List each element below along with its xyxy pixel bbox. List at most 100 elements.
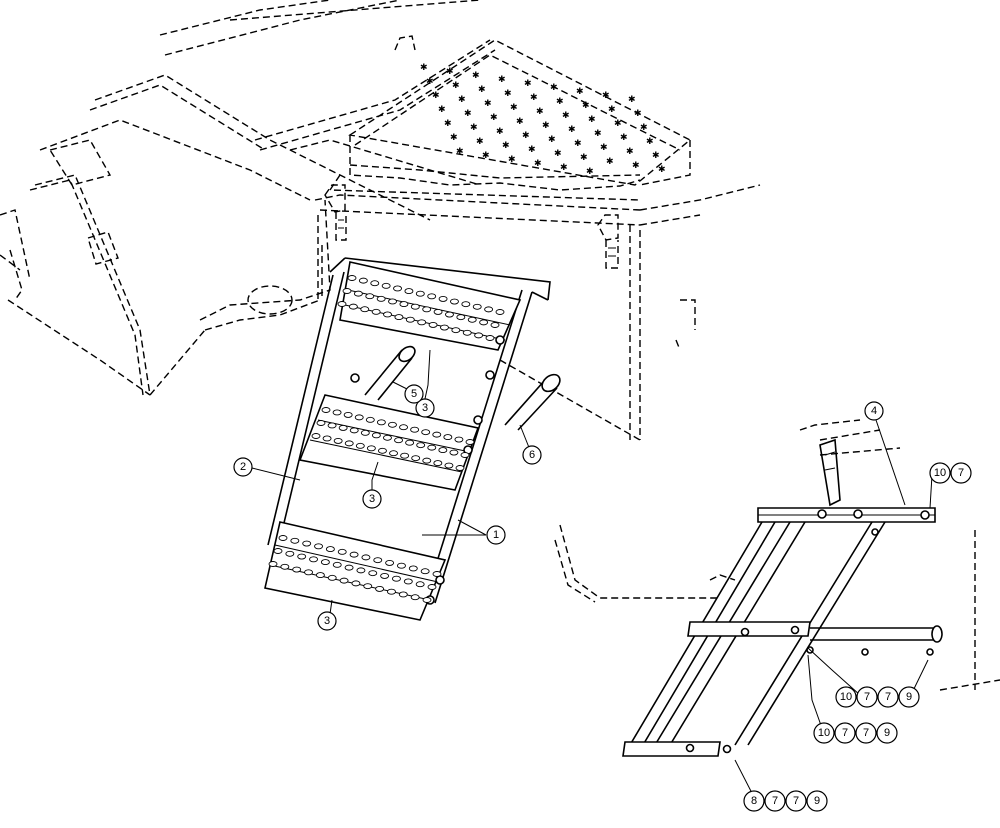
grip-bump [354, 414, 364, 421]
perforation-mark: ✱ [458, 95, 466, 105]
grip-bump [383, 434, 392, 441]
grip-bump [420, 568, 430, 575]
grip-bump [422, 597, 432, 603]
perforation-mark: ✱ [472, 71, 480, 81]
grip-bump [327, 422, 337, 429]
grip-bump [314, 543, 323, 550]
grip-bump [422, 306, 432, 313]
grip-bump [368, 570, 378, 577]
grip-bump [344, 440, 354, 447]
grip-bump [432, 431, 442, 438]
grip-bump [495, 309, 505, 315]
grip-bump [415, 581, 425, 588]
grip-bump [399, 424, 408, 431]
grip-bump [351, 580, 361, 587]
grip-bump [399, 301, 409, 308]
perforation-mark: ✱ [658, 165, 666, 175]
callout-3-upper: 3 [415, 398, 435, 418]
grip-bump [337, 548, 347, 555]
perforation-mark: ✱ [632, 161, 640, 171]
callout-3-lower: 3 [317, 611, 337, 631]
grip-bump [321, 407, 331, 413]
grip-bump [433, 308, 443, 315]
perforation-mark: ✱ [620, 133, 628, 143]
perforation-mark: ✱ [568, 125, 576, 135]
grip-bump [371, 432, 381, 439]
callout-item: 9 [884, 727, 890, 739]
grip-bump [332, 561, 342, 568]
perforation-mark: ✱ [516, 117, 524, 127]
grip-bump [400, 452, 410, 459]
perforation-mark: ✱ [560, 163, 568, 173]
grip-bump [320, 559, 330, 566]
callout-item: 9 [906, 691, 912, 703]
callout-item: 7 [958, 467, 964, 479]
grip-bump [438, 447, 448, 454]
grip-bump [410, 303, 420, 310]
grip-bump [405, 439, 415, 446]
perforation-mark: ✱ [510, 103, 518, 113]
perforation-mark: ✱ [586, 167, 594, 177]
perforation-mark: ✱ [524, 79, 532, 89]
step-assembly [264, 257, 561, 621]
grip-bump [297, 553, 307, 560]
callout-group-10-7: 10 7 [929, 462, 972, 484]
perforation-mark: ✱ [452, 81, 460, 91]
perforation-mark: ✱ [470, 123, 478, 133]
callout-4: 4 [864, 401, 884, 421]
perforation-mark: ✱ [554, 149, 562, 159]
grip-bump [383, 311, 392, 318]
perforation-mark: ✱ [490, 113, 498, 123]
grip-bump [428, 321, 438, 328]
perforation-mark: ✱ [530, 93, 538, 103]
grip-bump [376, 419, 386, 426]
perforation-mark: ✱ [450, 133, 458, 143]
callout-item: 10 [840, 691, 852, 703]
perforation-mark: ✱ [534, 159, 542, 169]
grip-bump [422, 457, 432, 464]
perforation-mark: ✱ [478, 85, 486, 95]
grip-bump [380, 572, 390, 579]
grip-bump [365, 416, 375, 423]
callout-group-8-7-7-9: 8 7 7 9 [743, 790, 828, 812]
perforation-mark: ✱ [550, 83, 558, 93]
perforation-mark: ✱ [528, 145, 536, 155]
grip-bump [456, 314, 466, 321]
grip-bump [315, 572, 325, 579]
callout-3-lower-label: 3 [324, 615, 330, 627]
grip-bump [394, 437, 403, 444]
perforation-mark: ✱ [640, 123, 648, 133]
perforation-mark: ✱ [628, 95, 636, 105]
grip-bump [371, 308, 381, 315]
grip-bump [360, 429, 370, 436]
perforation-mark: ✱ [542, 121, 550, 131]
grip-bump [454, 436, 464, 443]
perforation-mark: ✱ [548, 135, 556, 145]
grip-bump [474, 332, 484, 339]
grip-bump [280, 563, 290, 570]
grip-bump [410, 594, 420, 601]
perforation-mark: ✱ [426, 77, 434, 87]
grip-bump [311, 433, 321, 439]
grip-bump [360, 306, 370, 313]
callout-5-label: 5 [411, 388, 417, 400]
callout-item: 7 [842, 727, 848, 739]
perforation-mark: ✱ [588, 115, 596, 125]
perforation-mark: ✱ [444, 119, 452, 129]
perforation-mark: ✱ [562, 111, 570, 121]
grip-bump [427, 293, 437, 300]
grip-bump [417, 319, 427, 326]
callout-item: 10 [934, 467, 946, 479]
grip-bump [316, 420, 326, 426]
perforation-mark: ✱ [556, 97, 564, 107]
grip-bump [427, 584, 437, 590]
grip-bump [363, 583, 373, 590]
latch-right [597, 214, 619, 269]
grip-bump [421, 429, 431, 436]
grip-bump [327, 574, 337, 581]
perforation-mark: ✱ [626, 147, 634, 157]
callout-3-middle-label: 3 [369, 493, 375, 505]
grip-bump [349, 427, 359, 434]
callout-item: 9 [814, 795, 820, 807]
perforation-mark: ✱ [652, 151, 660, 161]
